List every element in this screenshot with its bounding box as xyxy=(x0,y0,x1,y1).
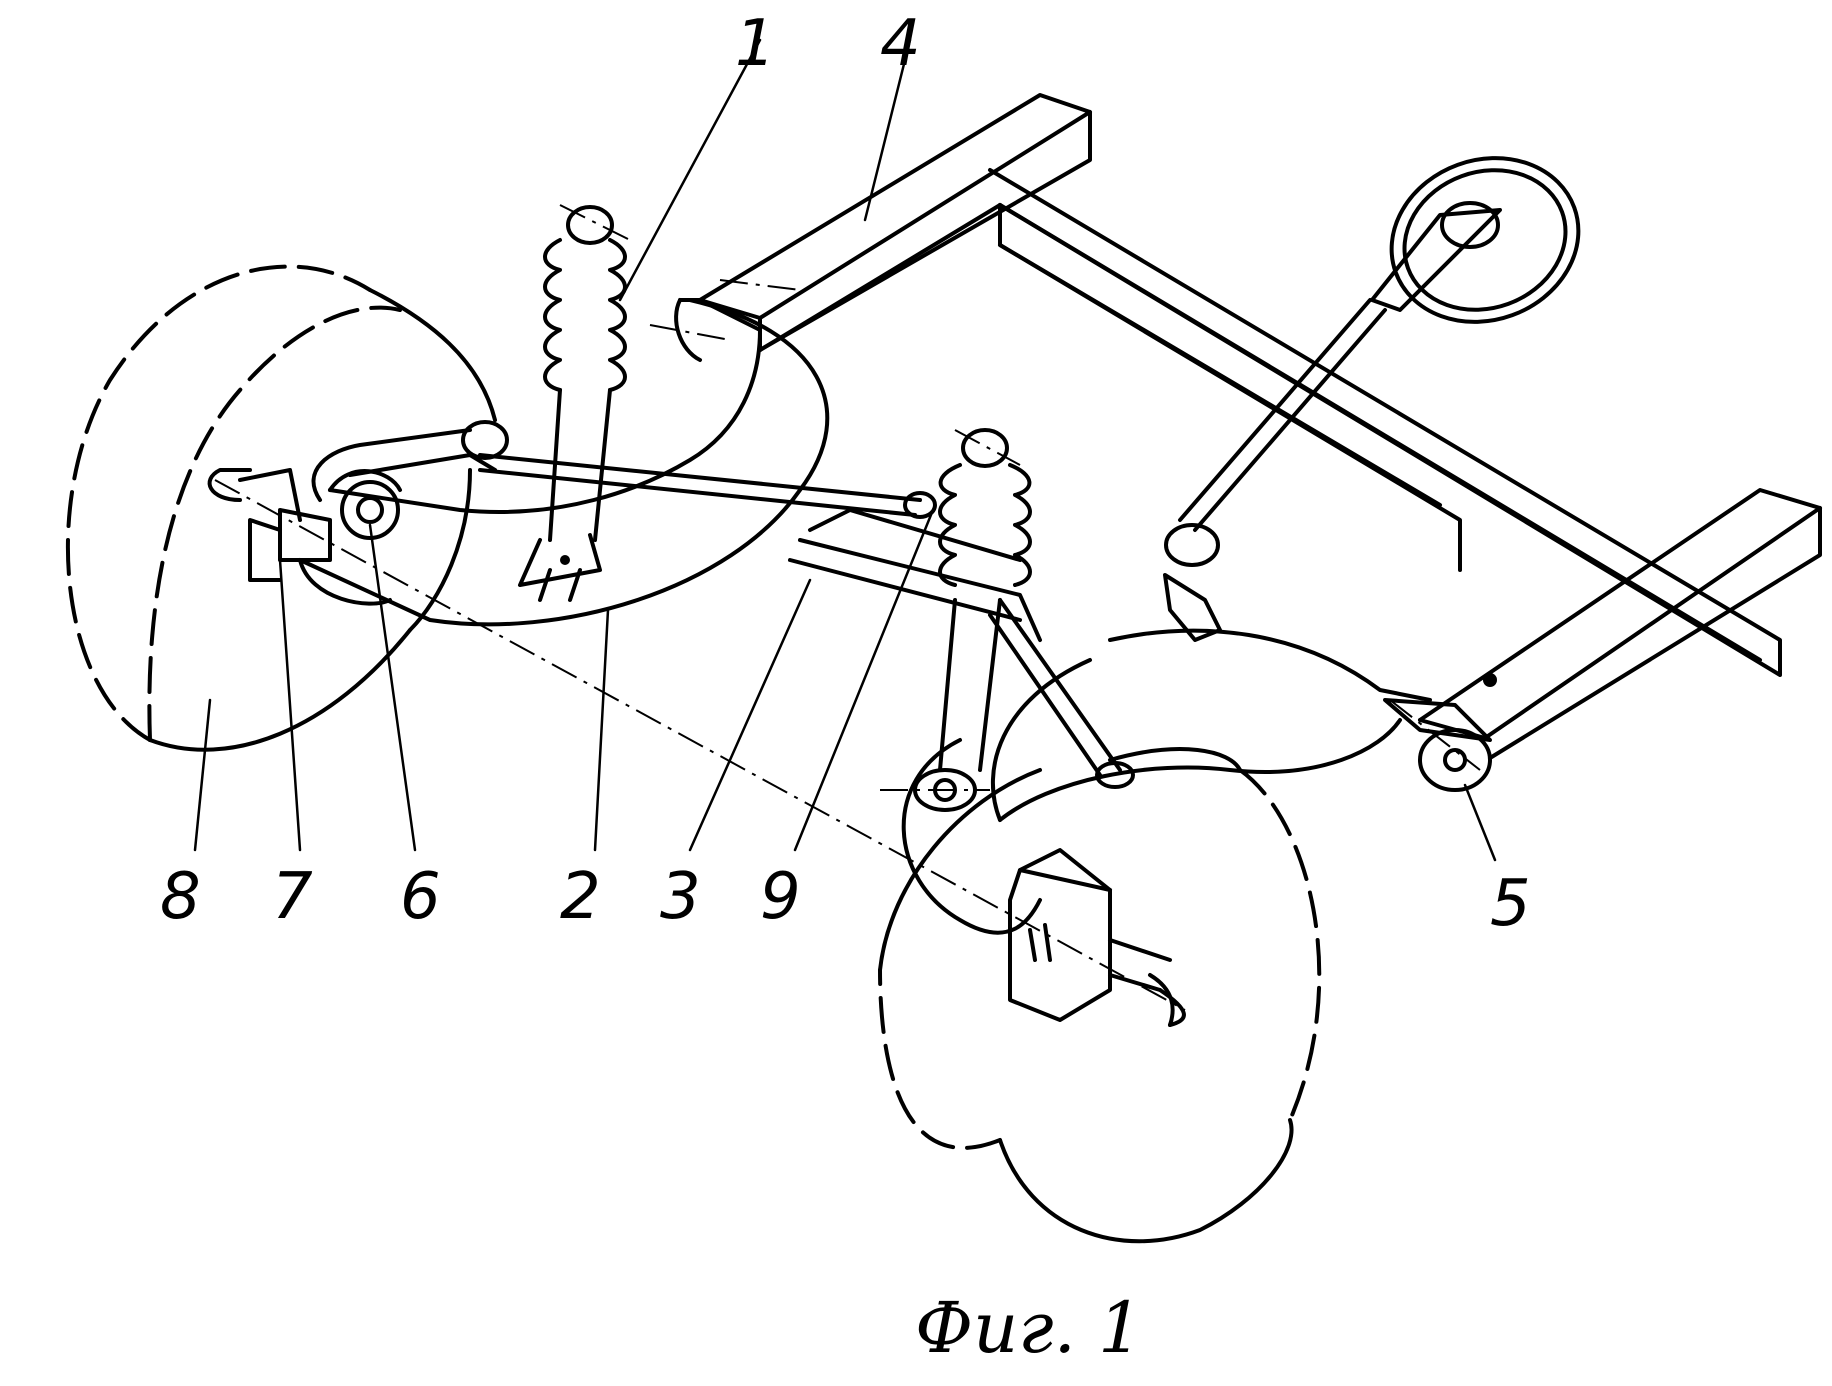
leader-lines xyxy=(193,38,1497,862)
curved-arm-right xyxy=(901,628,1432,935)
steering-assembly xyxy=(1163,156,1581,642)
label-5: 5 xyxy=(1490,867,1531,941)
upper-link-left xyxy=(311,420,509,502)
wheel-bracket-left xyxy=(207,468,302,522)
label-7: 7 xyxy=(272,860,313,934)
part-labels: 1 4 2 3 9 6 7 8 5 xyxy=(160,7,1531,941)
shock-absorber-right xyxy=(913,428,1135,812)
arm-pivot-right xyxy=(1383,673,1497,792)
shock-absorber-left xyxy=(518,205,627,602)
label-4: 4 xyxy=(880,7,921,81)
centre-lines xyxy=(214,204,1481,1011)
figure-caption: Фиг. 1 xyxy=(915,1287,1143,1369)
label-1: 1 xyxy=(735,7,776,81)
label-9: 9 xyxy=(760,860,801,934)
pivot-pin-left xyxy=(328,469,402,540)
label-2: 2 xyxy=(560,860,601,934)
label-6: 6 xyxy=(400,860,441,934)
label-8: 8 xyxy=(160,860,201,934)
stub-axle-right xyxy=(1008,848,1186,1027)
wheel-right xyxy=(878,747,1322,1244)
label-3: 3 xyxy=(660,860,701,934)
cross-beam xyxy=(788,508,1042,642)
vehicle-frame xyxy=(698,93,1822,760)
wheel-left xyxy=(66,264,497,752)
